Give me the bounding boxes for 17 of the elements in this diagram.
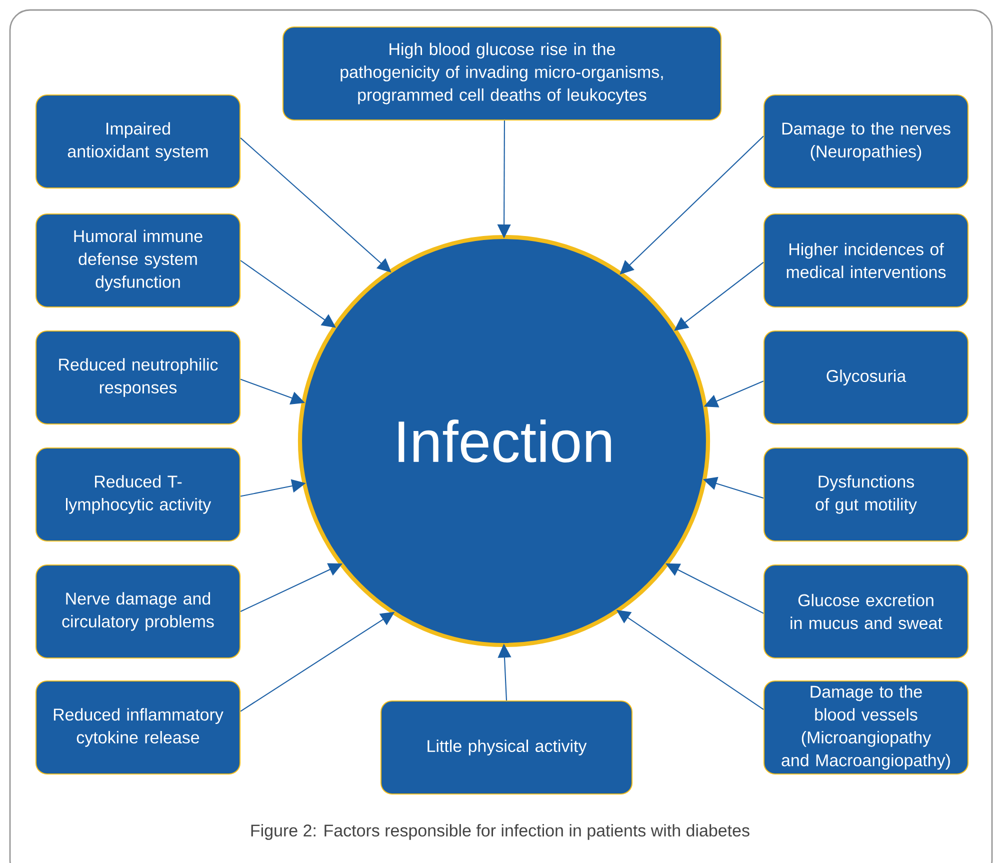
- factor-box: Little physical activity: [380, 700, 633, 795]
- arrow: [240, 138, 392, 272]
- factor-box: Reduced inflammatory cytokine release: [35, 680, 241, 775]
- factor-box: Damage to the blood vessels (Microangiopathy and Macroangiopathy): [763, 680, 969, 775]
- factor-box: Reduced neutrophilic responses: [35, 330, 241, 425]
- factor-box: High blood glucose rise in the pathogenicity of invading micro-organisms, programmed cell deaths of leukocytes: [282, 26, 722, 121]
- factor-box: Higher incidences of medical interventions: [763, 213, 969, 308]
- caption: Figure 2: Factors responsible for infection in patients with diabetes: [251, 824, 750, 840]
- factor-box: Glycosuria: [763, 330, 969, 425]
- factor-box: Humoral immune defense system dysfunction: [35, 213, 241, 308]
- factor-box: Nerve damage and circulatory problems: [35, 564, 241, 659]
- factor-box: Damage to the nerves (Neuropathies): [763, 94, 969, 189]
- factor-box: Reduced T-lymphocytic activity: [35, 447, 241, 542]
- factor-box: Impaired antioxidant system: [35, 94, 241, 189]
- arrow: [674, 262, 764, 331]
- factor-box: Glucose excretion in mucus and sweat: [763, 564, 969, 659]
- factor-box: Dysfunctions of gut motility: [763, 447, 969, 542]
